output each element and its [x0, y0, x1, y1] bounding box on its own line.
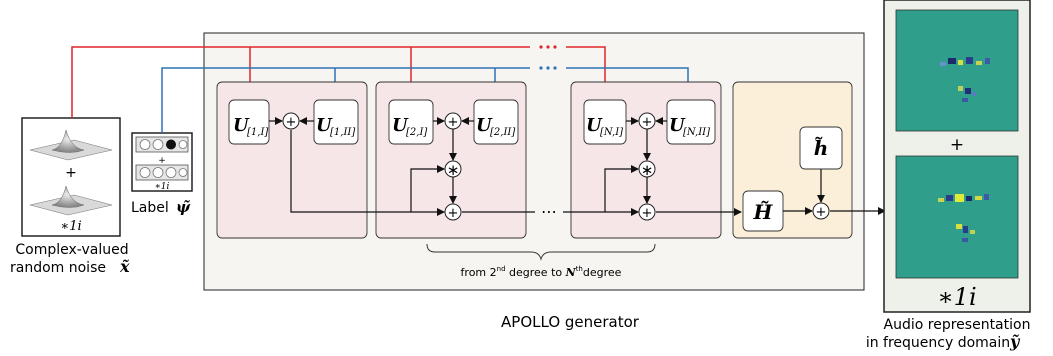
label-slot [152, 139, 164, 150]
label-slot [165, 167, 177, 178]
u-1-II-block [313, 99, 359, 145]
degree-brace [426, 243, 656, 261]
output-module: H̃ h̃ + [732, 81, 853, 239]
noise-caption-line1: Complex-valued [15, 242, 128, 258]
noise-surface-real [29, 129, 113, 161]
u-n-I-label: U [586, 115, 603, 136]
multiply-symbol: ∗ [447, 161, 460, 179]
label-caption: Label [131, 200, 169, 216]
label-imag: ∗1i [155, 182, 170, 192]
u-1-I-block [228, 99, 270, 145]
noise-symbol: x̃ [119, 257, 130, 276]
u-2-II-block [473, 99, 519, 145]
spectrogram-imag [895, 155, 1019, 279]
add-symbol: + [816, 205, 827, 220]
add-node [812, 202, 830, 220]
label-slot [139, 167, 151, 178]
label-slot [178, 168, 188, 177]
u-n-I-sub: [N,I] [600, 127, 623, 138]
noise-surface-imag [29, 185, 113, 216]
add-node [638, 203, 656, 221]
add-symbol: + [448, 115, 459, 130]
label-slot [152, 167, 164, 178]
spectrogram-real [895, 9, 1019, 132]
u-2-II-label: U [476, 115, 493, 136]
u-n-II-label: U [669, 115, 686, 136]
u-1-II-label: U [316, 115, 333, 136]
module-1: U [1,I] U [1,II] + [216, 81, 368, 239]
u-1-I-sub: [1,I] [247, 127, 268, 138]
label-panel: + ∗1i [131, 132, 193, 192]
add-symbol: + [448, 206, 459, 221]
flow-ellipsis: ⋯ [541, 202, 557, 221]
spectrogram-real-features [940, 57, 990, 102]
add-symbol: + [642, 206, 653, 221]
label-slot-active [166, 139, 176, 150]
module-n: U [N,I] U [N,II] + ∗ + [570, 81, 722, 239]
generator-title: APOLLO generator [501, 313, 640, 331]
audio-symbol: ỹ [1009, 332, 1021, 351]
add-node [444, 203, 462, 221]
u-1-II-sub: [1,II] [330, 127, 355, 138]
h-matrix-label: H̃ [753, 200, 774, 224]
u-2-I-sub: [2,I] [406, 127, 427, 138]
u-2-I-block [388, 99, 434, 145]
u-n-II-sub: [N,II] [683, 127, 710, 138]
audio-caption-line1: Audio representation [884, 317, 1031, 333]
label-slot [139, 139, 151, 150]
label-slot [178, 140, 188, 149]
multiply-symbol: ∗ [641, 161, 654, 179]
label-symbol: ψ̃ [176, 198, 191, 216]
noise-panel: + ∗1i [21, 117, 121, 237]
u-1-I-label: U [233, 115, 250, 136]
degree-range-text: from 2nd degree to Nthdegree [461, 265, 622, 279]
add-symbol: + [286, 115, 297, 130]
audio-plus: + [950, 135, 964, 155]
audio-imag: ∗1i [937, 283, 976, 311]
u-n-II-block [666, 99, 716, 145]
main-flow-lines [290, 130, 886, 216]
audio-output-panel: + ∗1i [883, 0, 1031, 313]
noise-plus: + [65, 165, 77, 181]
audio-caption-line2: in frequency domain [866, 335, 1010, 351]
u-2-II-sub: [2,II] [490, 127, 515, 138]
module-2: U [2,I] U [2,II] + ∗ + [375, 81, 527, 239]
u-2-I-label: U [392, 115, 409, 136]
noise-caption-line2: random noise [10, 260, 106, 276]
noise-imag: ∗1i [60, 219, 81, 234]
u-n-I-block [583, 99, 627, 145]
spectrogram-imag-features [938, 194, 989, 242]
h-bias-label: h̃ [814, 136, 829, 160]
add-symbol: + [642, 115, 653, 130]
label-plus: + [158, 156, 166, 166]
